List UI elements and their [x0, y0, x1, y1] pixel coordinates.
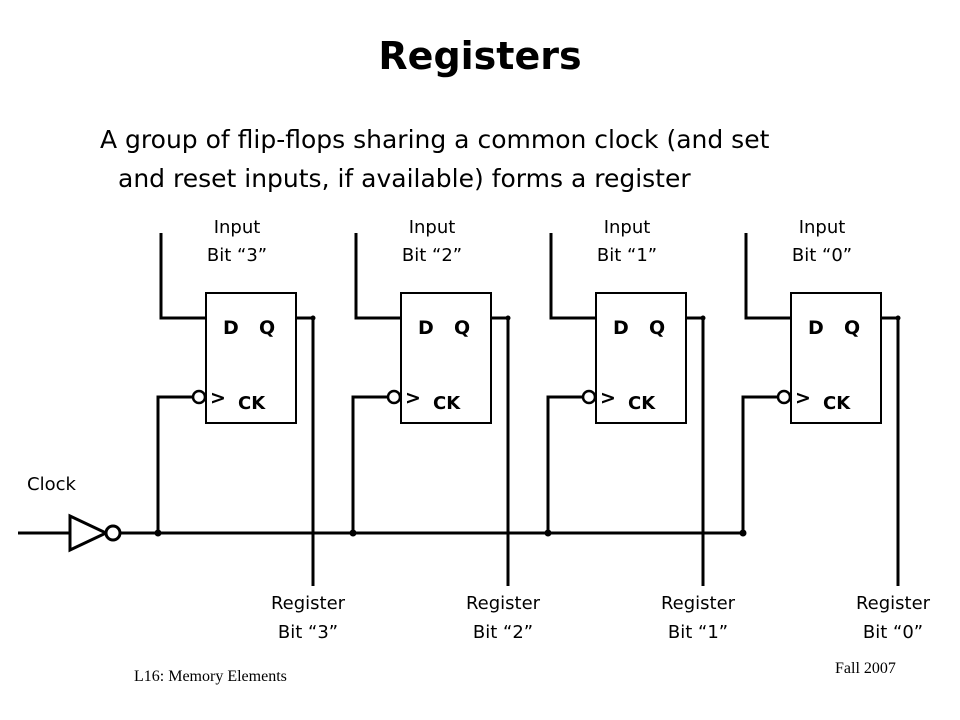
register-label-line1: Register	[661, 593, 736, 614]
d-input-wire	[744, 233, 791, 320]
clock-junction-dot	[154, 529, 162, 537]
q-junction-dot	[505, 315, 511, 321]
ck-inverter-bubble	[191, 389, 207, 405]
flipflop-box	[205, 292, 297, 424]
footer-term: Fall 2007	[835, 660, 896, 677]
q-junction-dot	[700, 315, 706, 321]
clock-junction-dot	[349, 529, 357, 537]
flipflop-box	[790, 292, 882, 424]
ck-pin-label: CK	[823, 393, 851, 414]
q-output-wire	[296, 316, 315, 586]
input-label-line1: Input	[214, 217, 261, 238]
ck-inverter-bubble	[776, 389, 792, 405]
register-label-line2: Bit “0”	[863, 622, 923, 643]
flipflop-box	[400, 292, 492, 424]
q-junction-dot	[310, 315, 316, 321]
register-label-line1: Register	[271, 593, 346, 614]
q-output-wire	[491, 316, 510, 586]
ck-pin-label: CK	[433, 393, 461, 414]
input-label-line2: Bit “3”	[207, 245, 267, 266]
d-pin-label: D	[418, 317, 434, 339]
d-pin-label: D	[808, 317, 824, 339]
slide-subtitle: A group of flip-flops sharing a common c…	[100, 120, 930, 198]
input-label-line1: Input	[799, 217, 846, 238]
ck-pin-label: CK	[628, 393, 656, 414]
q-pin-label: Q	[844, 317, 860, 339]
input-label-line1: Input	[409, 217, 456, 238]
d-pin-label: D	[223, 317, 239, 339]
register-label-line1: Register	[856, 593, 931, 614]
ck-wire	[741, 395, 777, 533]
d-input-wire	[549, 233, 596, 320]
clock-inverter-bubble	[104, 524, 122, 542]
ck-inverter-bubble	[386, 389, 402, 405]
footer-course: L16: Memory Elements	[134, 668, 287, 685]
q-output-wire	[686, 316, 705, 586]
ck-wire	[156, 395, 192, 533]
slide-title: Registers	[378, 34, 582, 78]
clock-junction-dot	[544, 529, 552, 537]
ck-wire	[546, 395, 582, 533]
clock-junction-dot	[739, 529, 747, 537]
clock-edge-mark: >	[600, 387, 616, 409]
q-pin-label: Q	[454, 317, 470, 339]
q-output-wire	[881, 316, 900, 586]
input-label-line1: Input	[604, 217, 651, 238]
subtitle-line-1: A group of flip-flops sharing a common c…	[100, 125, 770, 154]
ck-wire	[351, 395, 387, 533]
d-input-wire	[354, 233, 401, 320]
register-label-line2: Bit “1”	[668, 622, 728, 643]
q-pin-label: Q	[649, 317, 665, 339]
flipflop-box	[595, 292, 687, 424]
input-label-line2: Bit “0”	[792, 245, 852, 266]
clock-edge-mark: >	[405, 387, 421, 409]
input-label-line2: Bit “1”	[597, 245, 657, 266]
q-pin-label: Q	[259, 317, 275, 339]
ck-inverter-bubble	[581, 389, 597, 405]
register-label-line2: Bit “2”	[473, 622, 533, 643]
d-pin-label: D	[613, 317, 629, 339]
clock-label: Clock	[27, 474, 76, 495]
clock-edge-mark: >	[795, 387, 811, 409]
ck-pin-label: CK	[238, 393, 266, 414]
input-label-line2: Bit “2”	[402, 245, 462, 266]
clock-edge-mark: >	[210, 387, 226, 409]
register-label-line2: Bit “3”	[278, 622, 338, 643]
d-input-wire	[159, 233, 206, 320]
register-label-line1: Register	[466, 593, 541, 614]
subtitle-line-2: and reset inputs, if available) forms a …	[118, 164, 691, 193]
q-junction-dot	[895, 315, 901, 321]
clock-buffer-triangle	[68, 513, 110, 553]
